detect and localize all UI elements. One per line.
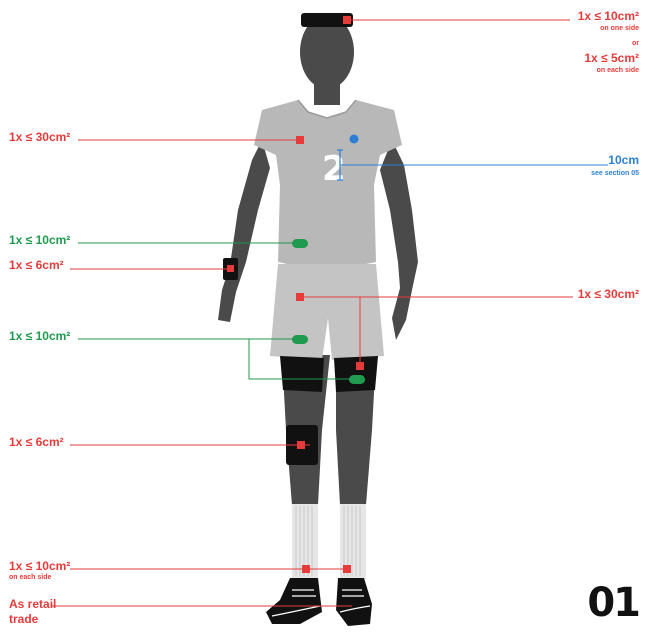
shorts (270, 264, 384, 360)
marker-undershorts-right (356, 362, 364, 370)
marker-knee (297, 441, 305, 449)
shoe-left (266, 578, 322, 624)
label-shoes-line2: trade (9, 613, 38, 625)
undershorts-left (280, 356, 324, 392)
label-wristband: 1x ≤ 6cm² (9, 259, 64, 271)
shoe-right (336, 578, 372, 626)
neck (314, 80, 340, 105)
undershorts-right (334, 356, 378, 392)
label-headband-alt: 1x ≤ 5cm² (584, 52, 639, 64)
label-number: 10cm (608, 154, 639, 166)
label-headband: 1x ≤ 10cm² (578, 10, 639, 22)
label-shirt-waist: 1x ≤ 10cm² (9, 234, 70, 246)
right-arm (380, 140, 418, 340)
left-arm (218, 140, 270, 322)
label-knee: 1x ≤ 6cm² (9, 436, 64, 448)
marker-sock-left (302, 565, 310, 573)
marker-shirt-logo (350, 135, 359, 144)
label-socks: 1x ≤ 10cm² (9, 560, 70, 572)
marker-sock-right (343, 565, 351, 573)
label-number-sub: see section 05 (591, 170, 639, 177)
label-shirt-chest: 1x ≤ 30cm² (9, 131, 70, 143)
label-shorts-right: 1x ≤ 30cm² (578, 288, 639, 300)
label-headband-sub2: on each side (597, 67, 639, 74)
marker-shorts-right (296, 293, 304, 301)
label-headband-sub1: on one side (600, 25, 639, 32)
label-headband-or: or (632, 40, 639, 47)
marker-shorts-left (292, 335, 308, 344)
page-number: 01 (587, 580, 639, 626)
marker-shirt-chest (296, 136, 304, 144)
marker-headband (343, 16, 351, 24)
marker-undershorts-green (349, 375, 365, 384)
label-shorts-left: 1x ≤ 10cm² (9, 330, 70, 342)
marker-shirt-waist (292, 239, 308, 248)
marker-wristband (227, 265, 234, 272)
shirt-number: 2 (322, 149, 346, 189)
label-shoes-line1: As retail (9, 598, 56, 610)
label-socks-sub: on each side (9, 574, 51, 581)
